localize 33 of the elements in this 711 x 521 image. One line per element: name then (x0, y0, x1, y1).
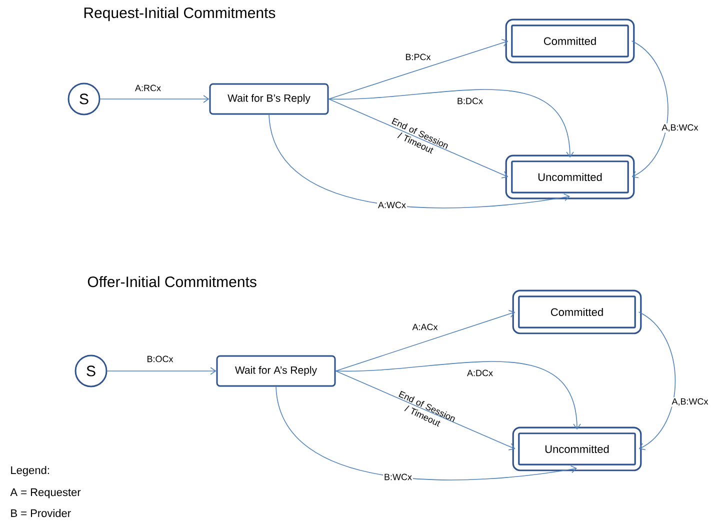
edge-label: B:WCx (383, 472, 413, 482)
edge-label: B:PCx (404, 52, 432, 62)
arrow (335, 361, 581, 430)
legend-text: A = Requester (10, 488, 81, 498)
arrow (328, 89, 574, 158)
heading: Request-Initial Commitments (84, 7, 276, 22)
edge-label: B:OCx (146, 354, 174, 364)
state-box: Wait for A’s Reply (216, 355, 336, 387)
edge-label: B:DCx (456, 96, 484, 106)
edge-label: A:WCx (377, 200, 407, 210)
final-state-box: Uncommitted (512, 426, 642, 472)
legend-text: Legend: (11, 466, 49, 476)
final-state-box: Committed (505, 18, 635, 64)
legend-text: B = Provider (11, 509, 71, 518)
arrow (276, 386, 577, 480)
arrow (328, 98, 508, 178)
edge-label: A,B:WCx (660, 123, 700, 133)
arrow (106, 367, 216, 375)
edge-label: A:RCx (134, 84, 162, 92)
edge-label: A:ACx (411, 322, 439, 332)
arrow (638, 312, 676, 450)
edge-label: A,B:WCx (670, 397, 710, 407)
arrow (335, 370, 516, 450)
arrow (631, 40, 668, 178)
heading: Offer-Initial Commitments (88, 276, 256, 288)
final-state-box: Uncommitted (505, 154, 635, 200)
arrow (328, 39, 508, 100)
final-state-box: Committed (512, 290, 642, 334)
arrow (268, 114, 570, 208)
state-box: Wait for B’s Reply (209, 83, 329, 115)
edge-label: A:DCx (466, 368, 494, 378)
arrow (100, 95, 210, 103)
arrow (335, 310, 516, 372)
